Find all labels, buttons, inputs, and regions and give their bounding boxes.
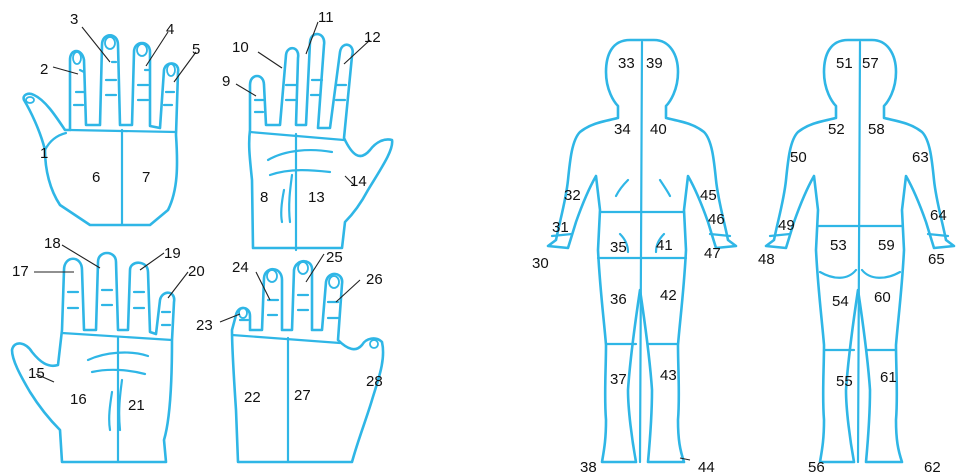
label-20: 20 <box>188 263 205 280</box>
label-33: 33 <box>618 55 635 72</box>
label-28: 28 <box>366 373 383 390</box>
leader-20 <box>168 272 188 298</box>
label-63: 63 <box>912 149 929 166</box>
label-3: 3 <box>70 11 78 28</box>
label-23: 23 <box>196 317 213 334</box>
label-25: 25 <box>326 249 343 266</box>
label-64: 64 <box>930 207 947 224</box>
hand-bottom-right-nails <box>239 262 378 348</box>
hand-bottom-left <box>12 245 188 462</box>
leader-19 <box>140 253 164 270</box>
zone-labels: 1 2 3 4 5 6 7 8 9 10 11 12 13 14 15 16 1… <box>12 9 947 475</box>
label-47: 47 <box>704 245 721 262</box>
label-17: 17 <box>12 263 29 280</box>
body-front-midline <box>640 42 642 462</box>
label-60: 60 <box>874 289 891 306</box>
leader-2 <box>53 67 78 74</box>
label-26: 26 <box>366 271 383 288</box>
label-16: 16 <box>70 391 87 408</box>
hand-top-left-creases <box>74 62 174 105</box>
label-49: 49 <box>778 217 795 234</box>
leader-9 <box>236 84 256 96</box>
hand-bottom-right-outline <box>232 261 383 462</box>
label-9: 9 <box>222 73 230 90</box>
label-50: 50 <box>790 149 807 166</box>
label-35: 35 <box>610 239 627 256</box>
label-51: 51 <box>836 55 853 72</box>
label-44: 44 <box>698 459 715 475</box>
leader-44 <box>680 458 690 460</box>
label-56: 56 <box>808 459 825 475</box>
label-22: 22 <box>244 389 261 406</box>
label-13: 13 <box>308 189 325 206</box>
hand-top-right <box>236 22 392 250</box>
label-62: 62 <box>924 459 941 475</box>
label-30: 30 <box>532 255 549 272</box>
label-31: 31 <box>552 219 569 236</box>
label-52: 52 <box>828 121 845 138</box>
label-48: 48 <box>758 251 775 268</box>
label-12: 12 <box>364 29 381 46</box>
body-back-midline <box>858 42 860 462</box>
label-15: 15 <box>28 365 45 382</box>
body-front-chest-lines <box>616 180 670 196</box>
label-46: 46 <box>708 211 725 228</box>
leader-11 <box>306 22 318 54</box>
leader-10 <box>258 52 282 68</box>
leader-23 <box>220 314 240 322</box>
label-34: 34 <box>614 121 631 138</box>
label-53: 53 <box>830 237 847 254</box>
label-14: 14 <box>350 173 367 190</box>
label-11: 11 <box>318 9 334 26</box>
label-6: 6 <box>92 169 100 186</box>
label-8: 8 <box>260 189 268 206</box>
label-27: 27 <box>294 387 311 404</box>
label-5: 5 <box>192 41 200 58</box>
hand-top-right-outline <box>249 34 392 248</box>
label-41: 41 <box>656 237 673 254</box>
label-24: 24 <box>232 259 249 276</box>
label-40: 40 <box>650 121 667 138</box>
hand-top-right-palm-lines <box>268 150 332 222</box>
label-7: 7 <box>142 169 150 186</box>
label-58: 58 <box>868 121 885 138</box>
label-37: 37 <box>610 371 627 388</box>
label-57: 57 <box>862 55 879 72</box>
label-19: 19 <box>164 245 181 262</box>
label-65: 65 <box>928 251 945 268</box>
label-10: 10 <box>232 39 249 56</box>
label-59: 59 <box>878 237 895 254</box>
body-back <box>766 40 954 462</box>
label-61: 61 <box>880 369 897 386</box>
label-4: 4 <box>166 21 174 38</box>
label-2: 2 <box>40 61 48 78</box>
hand-top-left <box>24 27 196 225</box>
label-18: 18 <box>44 235 61 252</box>
label-39: 39 <box>646 55 663 72</box>
label-32: 32 <box>564 187 581 204</box>
label-43: 43 <box>660 367 677 384</box>
label-45: 45 <box>700 187 717 204</box>
label-36: 36 <box>610 291 627 308</box>
hand-bottom-right <box>220 254 383 462</box>
label-21: 21 <box>128 397 145 414</box>
label-42: 42 <box>660 287 677 304</box>
label-1: 1 <box>40 145 48 162</box>
label-55: 55 <box>836 373 853 390</box>
hand-bottom-right-knuckle-line <box>232 335 340 343</box>
label-38: 38 <box>580 459 597 475</box>
label-54: 54 <box>832 293 849 310</box>
